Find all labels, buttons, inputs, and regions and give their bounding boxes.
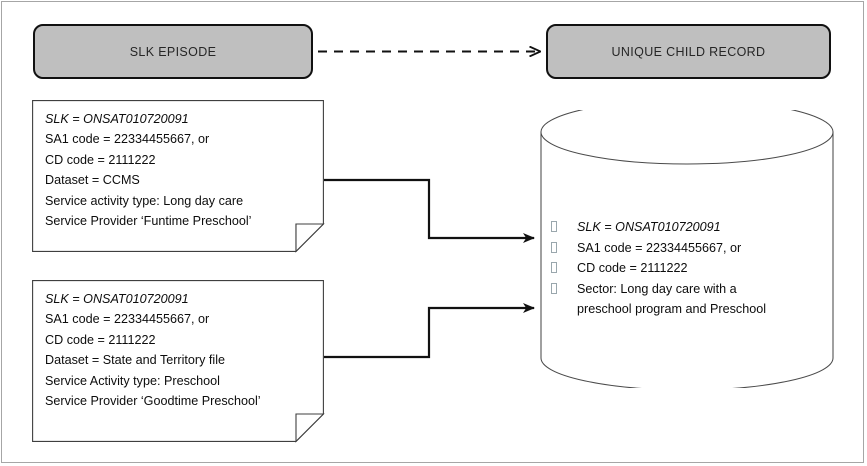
list-item: SLK = ONSAT010720091 bbox=[549, 217, 839, 238]
slk-episode-label: SLK EPISODE bbox=[129, 44, 217, 59]
list-item: Sector: Long day care with a bbox=[549, 279, 839, 300]
cylinder-shape bbox=[540, 110, 834, 388]
note-2-line-1: SLK = ONSAT010720091 bbox=[45, 292, 189, 306]
ccms-episode-note[interactable]: SLK = ONSAT010720091 SA1 code = 22334455… bbox=[32, 100, 325, 253]
note-2-line-2: SA1 code = 22334455667, or bbox=[45, 312, 210, 327]
cyl-line-4: Sector: Long day care with a bbox=[577, 281, 737, 296]
unique-child-record-label: UNIQUE CHILD RECORD bbox=[611, 44, 766, 59]
connector-note-2-to-database bbox=[324, 303, 535, 359]
list-item: SA1 code = 22334455667, or bbox=[549, 238, 839, 259]
note-shape-1 bbox=[32, 100, 325, 253]
note-shape-2 bbox=[32, 280, 325, 443]
cyl-line-3: CD code = 2111222 bbox=[577, 261, 688, 275]
note-1-line-3: CD code = 2111222 bbox=[45, 152, 156, 167]
note-2-text: SLK = ONSAT010720091 SA1 code = 22334455… bbox=[45, 289, 314, 411]
bullet-box-icon bbox=[549, 258, 577, 279]
list-item: CD code = 2111222 bbox=[549, 258, 839, 279]
list-item-continuation: preschool program and Preschool bbox=[549, 299, 839, 320]
slk-episode-box[interactable]: SLK EPISODE bbox=[33, 24, 313, 79]
bullet-box-icon bbox=[549, 238, 577, 259]
note-2-line-6: Service Provider ‘Goodtime Preschool’ bbox=[45, 394, 261, 409]
note-1-line-1: SLK = ONSAT010720091 bbox=[45, 112, 189, 126]
cyl-line-1: SLK = ONSAT010720091 bbox=[577, 220, 721, 234]
note-2-line-3: CD code = 2111222 bbox=[45, 332, 156, 347]
note-1-line-4: Dataset = CCMS bbox=[45, 173, 140, 188]
bullet-box-icon bbox=[549, 279, 577, 300]
state-territory-episode-note[interactable]: SLK = ONSAT010720091 SA1 code = 22334455… bbox=[32, 280, 325, 443]
cyl-line-2: SA1 code = 22334455667, or bbox=[577, 240, 742, 255]
cylinder-record-list: SLK = ONSAT010720091 SA1 code = 22334455… bbox=[549, 217, 839, 320]
note-1-text: SLK = ONSAT010720091 SA1 code = 22334455… bbox=[45, 109, 314, 231]
unique-child-record-cylinder[interactable]: SLK = ONSAT010720091 SA1 code = 22334455… bbox=[537, 110, 837, 388]
cyl-line-5: preschool program and Preschool bbox=[577, 302, 767, 316]
unique-child-record-box[interactable]: UNIQUE CHILD RECORD bbox=[546, 24, 831, 79]
note-1-line-5: Service activity type: Long day care bbox=[45, 193, 244, 208]
note-2-line-5: Service Activity type: Preschool bbox=[45, 373, 220, 388]
note-2-line-4: Dataset = State and Territory file bbox=[45, 353, 226, 368]
note-1-line-6: Service Provider ‘Funtime Preschool’ bbox=[45, 214, 252, 229]
note-1-line-2: SA1 code = 22334455667, or bbox=[45, 132, 210, 147]
bullet-box-icon bbox=[549, 217, 577, 238]
connector-note-1-to-database bbox=[324, 178, 535, 243]
